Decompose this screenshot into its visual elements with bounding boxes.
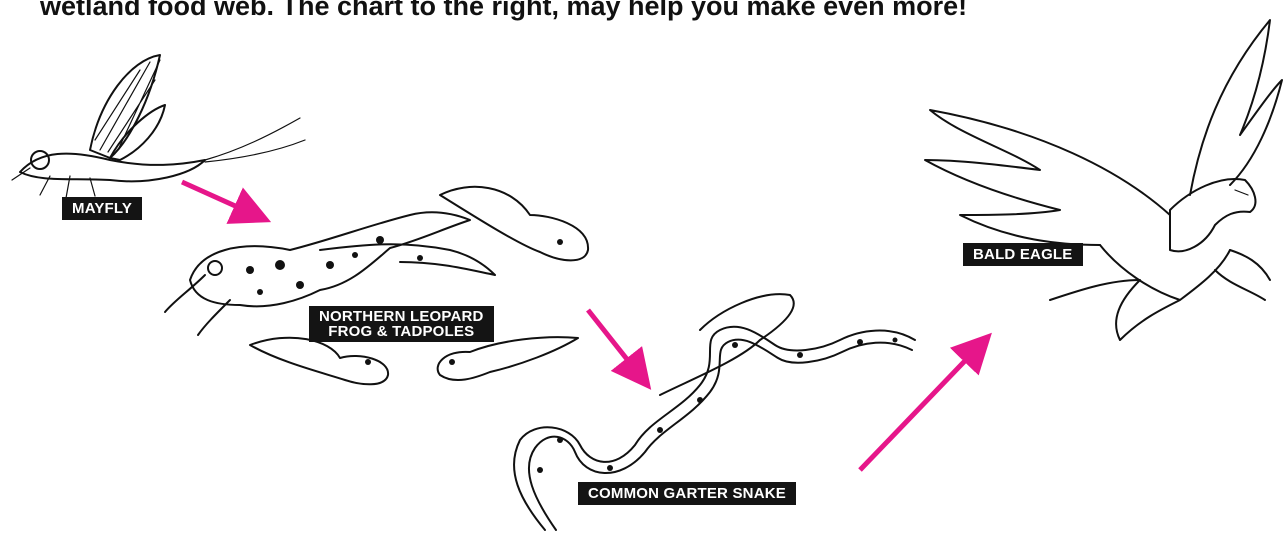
bald-eagle-illustration — [925, 20, 1282, 340]
label-bald-eagle: BALD EAGLE — [963, 243, 1083, 266]
label-frog-line2: FROG & TADPOLES — [319, 324, 484, 339]
label-mayfly-text: MAYFLY — [72, 201, 132, 216]
label-frog-tadpoles: NORTHERN LEOPARD FROG & TADPOLES — [309, 306, 494, 342]
food-web-arrows — [182, 182, 985, 470]
arrow-mayfly-to-frog — [182, 182, 262, 218]
arrow-snake-to-eagle — [860, 340, 985, 470]
label-mayfly: MAYFLY — [62, 197, 142, 220]
arrow-frog-to-snake — [588, 310, 645, 382]
label-frog-line1: NORTHERN LEOPARD — [319, 309, 484, 324]
label-garter-snake: COMMON GARTER SNAKE — [578, 482, 796, 505]
label-garter-snake-text: COMMON GARTER SNAKE — [588, 486, 786, 501]
label-bald-eagle-text: BALD EAGLE — [973, 247, 1073, 262]
mayfly-illustration — [12, 55, 305, 198]
